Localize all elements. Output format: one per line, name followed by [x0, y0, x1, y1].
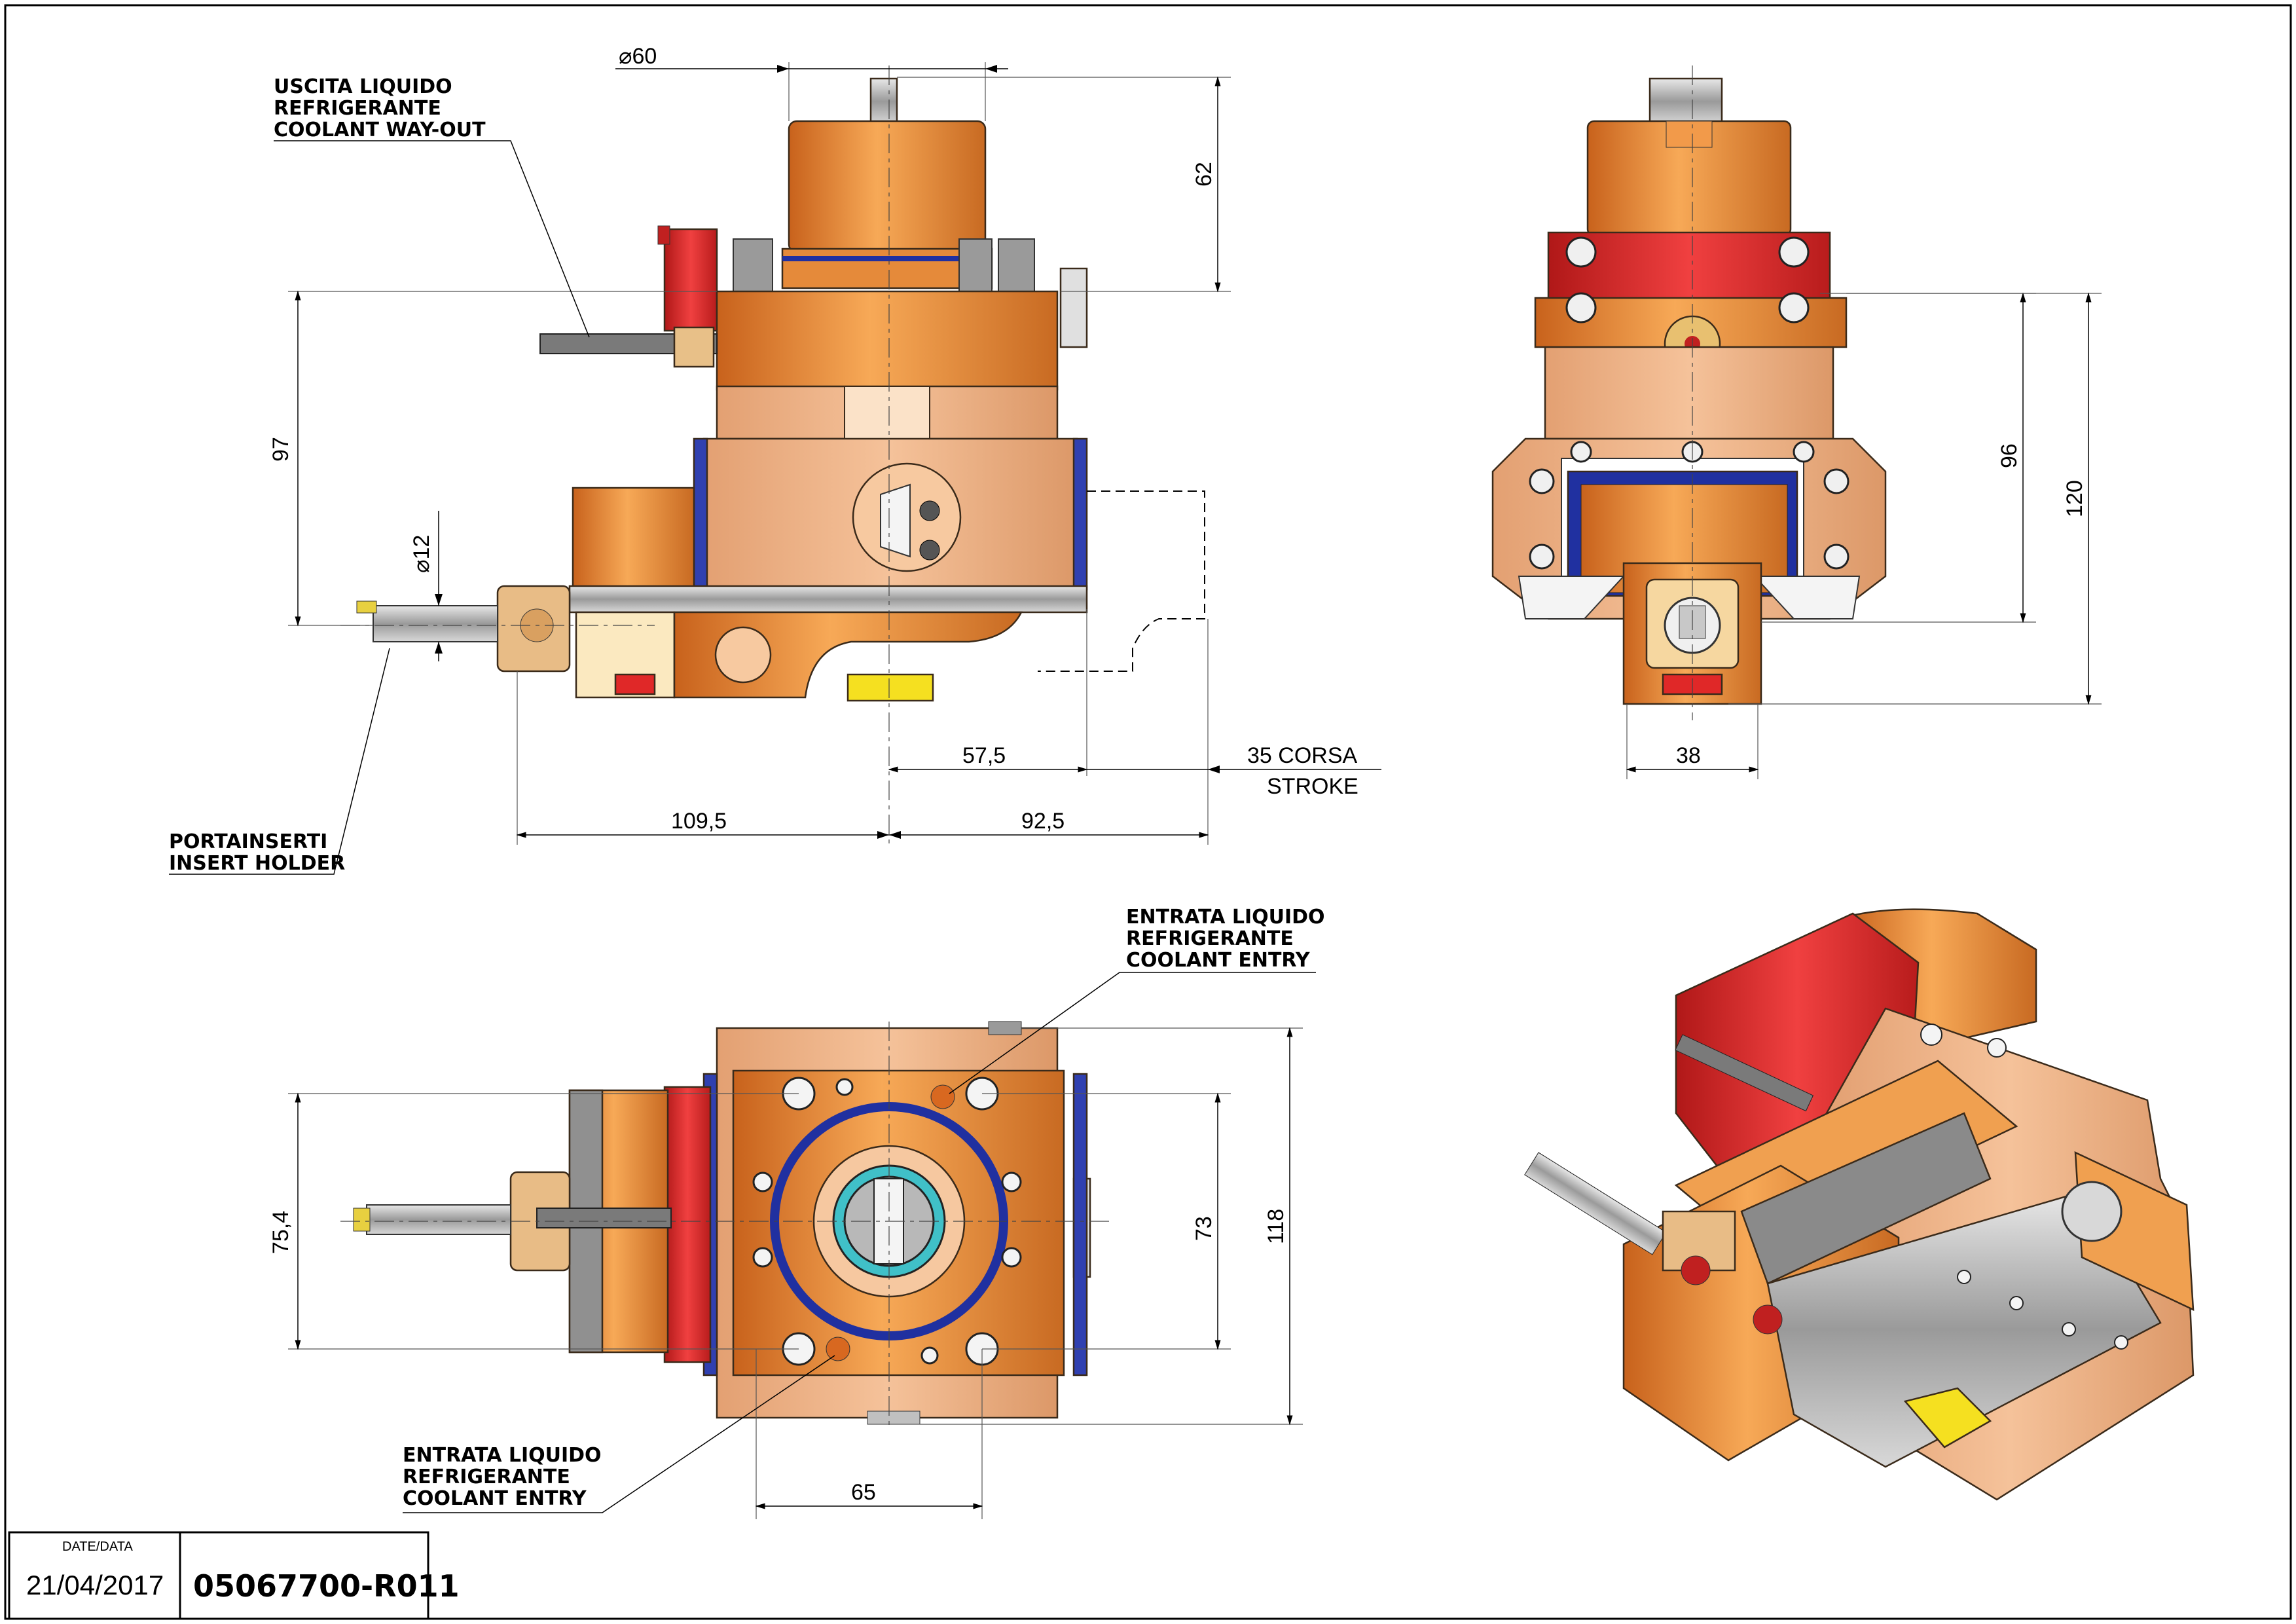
drawing-code: 05067700-R011: [193, 1568, 460, 1604]
label-insert-holder: PORTAINSERTI INSERT HOLDER: [169, 648, 390, 875]
dim-65: 65: [851, 1480, 876, 1505]
svg-text:USCITA LIQUIDO: USCITA LIQUIDO: [274, 75, 452, 98]
date-value: 21/04/2017: [26, 1570, 164, 1600]
dim-97: 97: [268, 437, 293, 462]
date-header: DATE/DATA: [62, 1540, 133, 1554]
sheet-border: [4, 4, 2292, 1620]
dim-dia-12: ⌀12: [409, 535, 434, 573]
svg-text:REFRIGERANTE: REFRIGERANTE: [274, 97, 441, 120]
dim-120: 120: [2062, 480, 2087, 517]
dim-96: 96: [1997, 443, 2022, 468]
svg-text:ENTRATA LIQUIDO: ENTRATA LIQUIDO: [403, 1444, 602, 1467]
dim-118: 118: [1264, 1209, 1288, 1244]
label-coolant-way-out: USCITA LIQUIDO REFRIGERANTE COOLANT WAY-…: [274, 75, 590, 338]
front-view: [340, 65, 1205, 845]
isometric-view: [1524, 908, 2195, 1501]
svg-text:REFRIGERANTE: REFRIGERANTE: [403, 1466, 570, 1488]
dim-stroke-corsa: 35 CORSA: [1247, 743, 1357, 768]
svg-text:COOLANT ENTRY: COOLANT ENTRY: [403, 1487, 587, 1510]
dimensions-side: 96 120 38: [1626, 292, 2102, 779]
label-coolant-entry-bottom: ENTRATA LIQUIDO REFRIGERANTE COOLANT ENT…: [403, 1355, 835, 1513]
svg-text:COOLANT WAY-OUT: COOLANT WAY-OUT: [274, 119, 486, 141]
title-block: DATE/DATA 21/04/2017 05067700-R011: [8, 1531, 460, 1620]
dim-73: 73: [1192, 1216, 1216, 1241]
svg-text:COOLANT ENTRY: COOLANT ENTRY: [1126, 949, 1311, 972]
label-coolant-entry-top: ENTRATA LIQUIDO REFRIGERANTE COOLANT ENT…: [949, 906, 1325, 1094]
dim-dia-60: ⌀60: [619, 44, 657, 69]
dim-38: 38: [1676, 743, 1701, 768]
dim-62: 62: [1192, 162, 1216, 187]
dimensions-top: 75,4 73 118 65: [268, 1027, 1303, 1519]
dim-stroke-label: STROKE: [1267, 774, 1358, 799]
side-view: [1491, 65, 1887, 720]
dim-75-4: 75,4: [268, 1211, 293, 1254]
svg-text:REFRIGERANTE: REFRIGERANTE: [1126, 927, 1294, 950]
dim-109-5: 109,5: [671, 809, 727, 834]
top-view: [340, 1021, 1113, 1428]
dim-57-5: 57,5: [962, 743, 1006, 768]
svg-text:PORTAINSERTI: PORTAINSERTI: [169, 830, 327, 853]
svg-text:INSERT HOLDER: INSERT HOLDER: [169, 852, 345, 875]
svg-text:ENTRATA LIQUIDO: ENTRATA LIQUIDO: [1126, 906, 1325, 929]
dimensions-front: ⌀60 62 97 ⌀12 57,5 35 CORSA STROKE 109,5…: [268, 44, 1381, 845]
dim-92-5: 92,5: [1021, 809, 1065, 834]
